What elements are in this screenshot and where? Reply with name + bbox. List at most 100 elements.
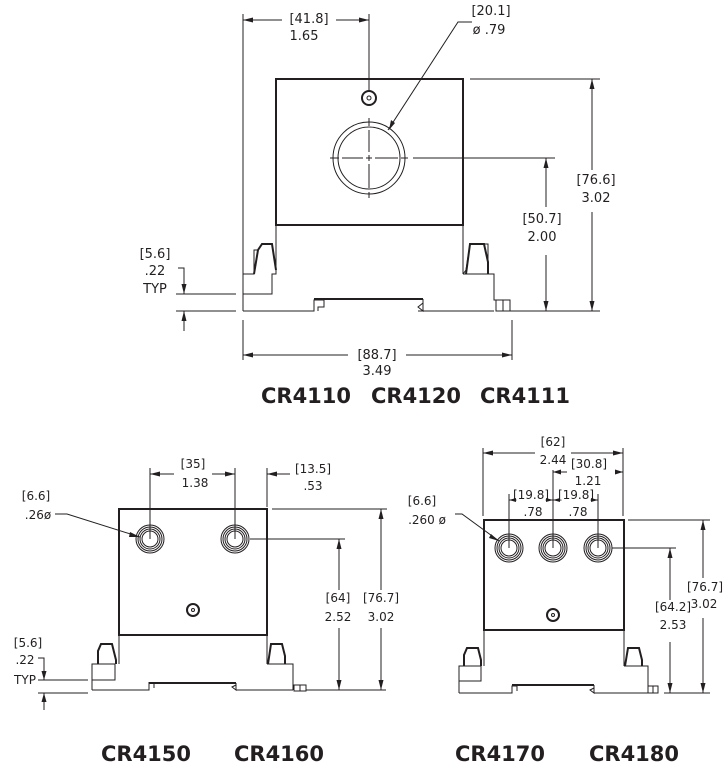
arrow-icon: [225, 471, 235, 477]
dim-20-1-mm: [20.1]: [471, 4, 510, 19]
dim-19-8-b-mm: [19.8]: [558, 488, 594, 502]
arrow-icon: [129, 532, 140, 537]
arrow-icon: [359, 17, 369, 23]
bl-base-right: [231, 683, 293, 691]
model-label: CR4150: [101, 742, 191, 766]
arrow-icon: [267, 471, 277, 477]
br-base-ext: [652, 686, 710, 694]
bl-base-ext: [299, 685, 386, 691]
model-label: CR4180: [589, 742, 679, 766]
arrow-icon: [502, 352, 512, 358]
dim-20-1-in: ø .79: [473, 23, 506, 38]
dim-76-7-mm: [76.7]: [363, 591, 399, 605]
arrow-icon: [613, 450, 623, 456]
bl-left-clip: [97, 643, 117, 664]
arrow-icon: [336, 539, 342, 549]
bottom-right-view: [62] 2.44 [30.8] 1.21 [19.8] .78 [19.8] …: [408, 435, 723, 766]
dim-76-6-mm: [76.6]: [576, 173, 615, 188]
dim-76-7-br-in: 3.02: [691, 597, 718, 611]
dim-88-7-mm: [88.7]: [357, 348, 396, 363]
dim-5-6-bl-in: .22: [15, 653, 34, 667]
bl-right-step: [267, 663, 294, 690]
bl-ext-vertical: [149, 468, 268, 539]
model-label: CR4111: [480, 384, 570, 408]
dim-64-2-in: 2.53: [660, 618, 687, 632]
model-label: CR4160: [234, 742, 324, 766]
model-label: CR4120: [371, 384, 461, 408]
dim-5-6-bl-mm: [5.6]: [14, 636, 42, 650]
top-right-clip-cap: [465, 243, 489, 275]
arrow-icon: [181, 284, 187, 294]
top-right-step: [488, 273, 511, 311]
arrow-icon: [41, 671, 47, 680]
bl-small-hole: [186, 603, 200, 617]
br-ext-holes: [508, 470, 599, 548]
arrow-icon: [553, 498, 560, 502]
leader-20-1: [387, 21, 472, 131]
top-small-hole-center: [366, 95, 372, 101]
arrow-icon: [591, 498, 598, 502]
dim-64-in: 2.52: [325, 610, 352, 624]
dim-50-7-in: 2.00: [528, 230, 557, 245]
top-left-clip-cap: [253, 243, 277, 275]
arrow-icon: [553, 469, 561, 475]
top-view: [41.8] 1.65 [20.1] ø .79 [76.6] 3.02 [50…: [140, 4, 616, 408]
dim-line-5-6-bl: [38, 657, 88, 710]
leader-6-6-br: [455, 513, 500, 542]
dim-19-8-b-in: .78: [568, 505, 587, 519]
bl-body-lower-walls: [118, 635, 268, 664]
br-base-left: [459, 685, 518, 694]
dim-6-6-br-mm: [6.6]: [408, 494, 436, 508]
top-body-lower-walls: [275, 225, 464, 274]
dim-64-mm: [64]: [326, 591, 351, 605]
dim-76-7-br-mm: [76.7]: [687, 580, 723, 594]
top-ext-width: [242, 320, 513, 360]
arrow-icon: [589, 301, 595, 311]
dim-41-8-in: 1.65: [290, 29, 319, 44]
br-base-right: [589, 685, 648, 694]
dim-5-6-bl-typ: TYP: [13, 673, 36, 687]
dim-76-7-in: 3.02: [368, 610, 395, 624]
dim-5-6-typ: TYP: [142, 282, 167, 297]
arrow-icon: [181, 311, 187, 321]
dim-35-mm: [35]: [181, 457, 206, 471]
br-right-clip: [624, 647, 643, 667]
dim-6-6-in: .26ø: [25, 508, 51, 522]
arrow-icon: [243, 17, 253, 23]
dim-13-5-mm: [13.5]: [295, 462, 331, 476]
br-ext-outer: [482, 448, 624, 516]
dim-6-6-mm: [6.6]: [22, 489, 50, 503]
dim-line-5-6: [176, 267, 236, 331]
bl-base-left: [92, 682, 155, 691]
dim-5-6-in: .22: [145, 264, 166, 279]
br-left-clip: [463, 647, 482, 666]
dim-13-5-in: .53: [303, 479, 322, 493]
dim-88-7-in: 3.49: [363, 364, 392, 379]
arrow-icon: [667, 683, 673, 693]
br-right-step: [624, 665, 649, 693]
bl-small-hole-center: [191, 608, 195, 612]
br-small-hole-center: [551, 613, 555, 617]
arrow-icon: [700, 520, 706, 530]
dim-76-6-in: 3.02: [582, 191, 611, 206]
arrow-icon: [489, 534, 499, 541]
arrow-icon: [483, 450, 493, 456]
arrow-icon: [336, 680, 342, 690]
model-label: CR4170: [455, 742, 545, 766]
top-base-left: [243, 299, 325, 312]
bl-right-clip: [267, 643, 286, 665]
arrow-icon: [41, 693, 47, 702]
top-base-right: [417, 299, 494, 313]
arrow-icon: [589, 79, 595, 89]
dim-19-8-a-in: .78: [523, 505, 542, 519]
dim-64-2-mm: [64.2]: [655, 600, 691, 614]
dim-6-6-br-in: .260 ø: [408, 513, 446, 527]
top-small-hole: [361, 90, 377, 106]
arrow-icon: [543, 158, 549, 168]
dim-62-in: 2.44: [540, 453, 567, 467]
dim-30-8-mm: [30.8]: [571, 457, 607, 471]
bl-left-step: [91, 663, 116, 690]
arrow-icon: [509, 498, 516, 502]
arrow-icon: [378, 680, 384, 690]
